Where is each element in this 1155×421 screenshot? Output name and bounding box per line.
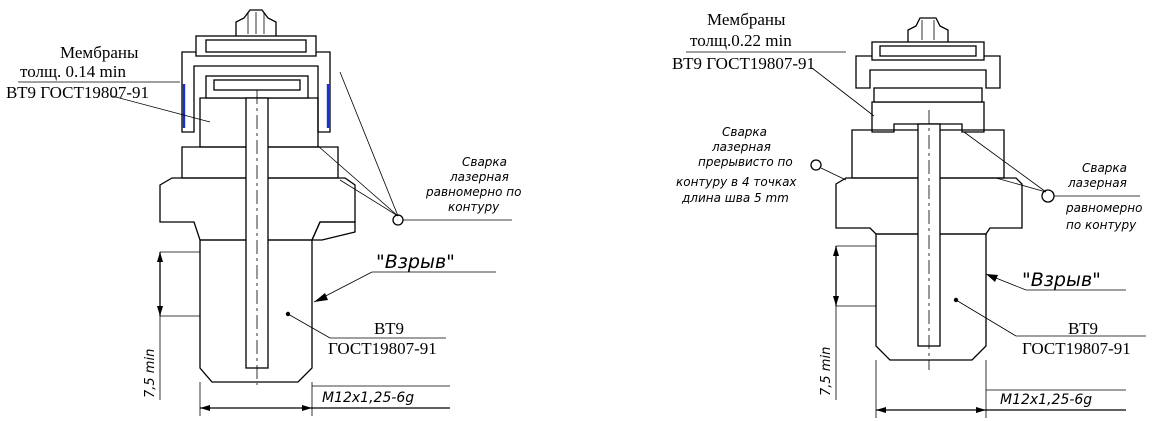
right-body-material-1: ВТ9 bbox=[1068, 319, 1098, 338]
right-housing bbox=[855, 55, 1001, 89]
right-weld-uni-3: равномерно bbox=[1065, 201, 1142, 215]
right-weld-uni-1: Сварка bbox=[1082, 161, 1127, 175]
left-thread-dim: M12x1,25-6g bbox=[322, 390, 414, 406]
right-weld-uni-2: лазерная bbox=[1067, 176, 1127, 190]
right-sensor bbox=[810, 17, 1146, 418]
left-connector bbox=[235, 9, 277, 36]
left-body-material-2: ГОСТ19807-91 bbox=[328, 339, 437, 358]
left-weld-line1: Сварка bbox=[462, 155, 507, 169]
left-sensor bbox=[111, 9, 512, 416]
right-membrane-material: ВТ9 ГОСТ19807-91 bbox=[672, 54, 815, 73]
left-weld-line3: равномерно по bbox=[425, 185, 521, 199]
right-membrane-thickness: толщ.0.22 min bbox=[690, 31, 792, 50]
left-membrane-title: Мембраны bbox=[60, 43, 139, 62]
right-weld-int-3: прерывисто по bbox=[698, 155, 793, 169]
left-membrane-material: ВТ9 ГОСТ19807-91 bbox=[6, 83, 149, 102]
left-housing bbox=[181, 51, 331, 133]
right-top-cap bbox=[871, 41, 985, 61]
right-length-dim: 7,5 min bbox=[819, 347, 834, 396]
left-weld-line2: лазерная bbox=[449, 170, 509, 184]
left-weld-line4: контуру bbox=[448, 200, 500, 214]
right-weld-uni-4: по контуру bbox=[1066, 218, 1137, 232]
right-thread-dim: M12x1,25-6g bbox=[1000, 392, 1092, 408]
right-neck bbox=[851, 129, 1005, 179]
left-top-cap-inner bbox=[205, 39, 307, 53]
left-undercut bbox=[310, 221, 356, 241]
left-membrane-thickness: толщ. 0.14 min bbox=[20, 62, 127, 81]
left-length-dim: 7,5 min bbox=[143, 349, 158, 398]
right-weld-int-5: длина шва 5 mm bbox=[681, 191, 789, 205]
right-chamber bbox=[873, 87, 983, 103]
right-weld-int-2: лазерная bbox=[711, 140, 771, 154]
left-body-material-1: ВТ9 bbox=[374, 319, 404, 338]
left-top-cap bbox=[195, 35, 317, 57]
right-insert bbox=[871, 101, 985, 133]
right-membrane-title: Мембраны bbox=[707, 10, 786, 29]
left-explosion-label: "Взрыв" bbox=[376, 251, 455, 273]
right-weld-int-1: Сварка bbox=[722, 125, 767, 139]
right-explosion-label: "Взрыв" bbox=[1022, 269, 1101, 291]
right-weld-int-4: контуру в 4 точках bbox=[676, 175, 797, 189]
right-connector bbox=[907, 17, 949, 42]
right-body-material-2: ГОСТ19807-91 bbox=[1022, 339, 1131, 358]
